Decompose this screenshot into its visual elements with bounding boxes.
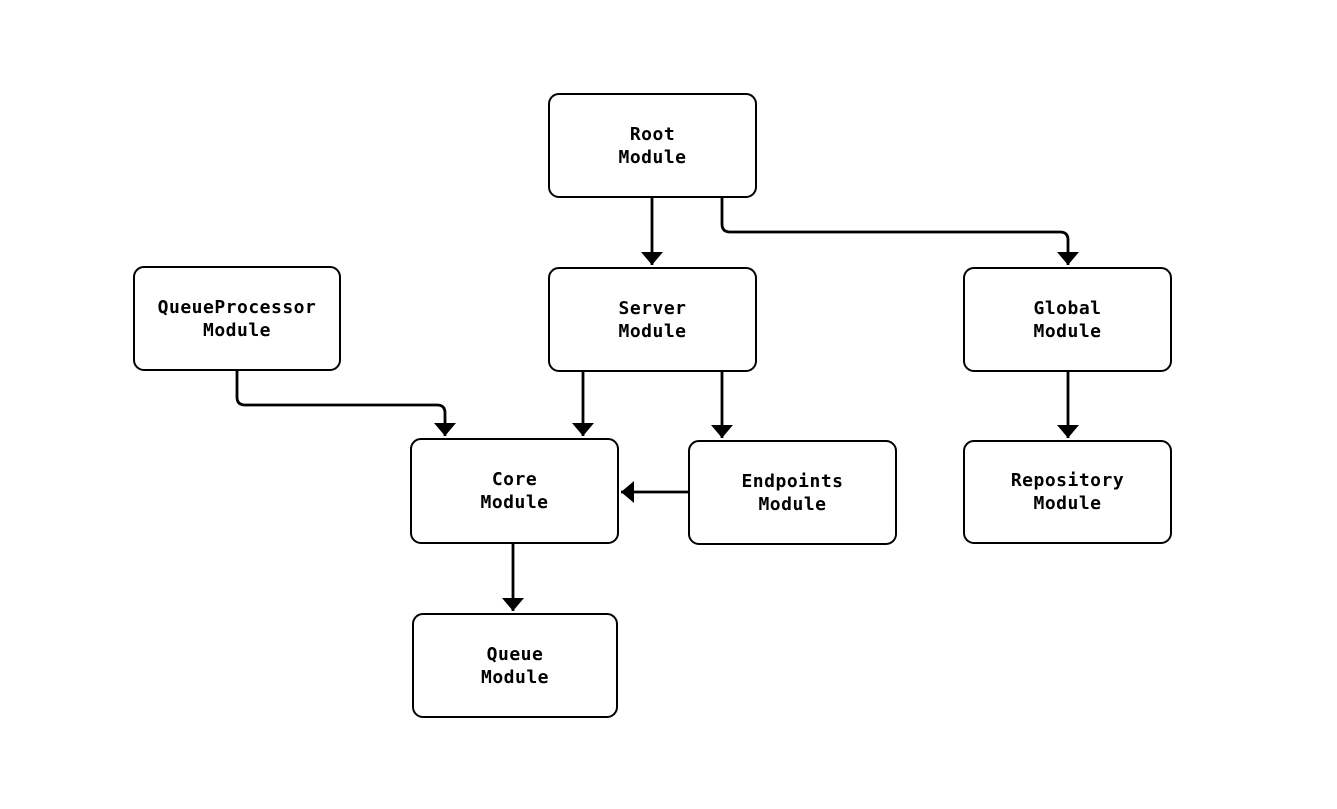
edge-queueprocessor-to-core bbox=[235, 371, 456, 436]
node-repository-module: Repository Module bbox=[963, 440, 1172, 544]
edge-root-to-global bbox=[720, 198, 1079, 265]
node-queue-module: Queue Module bbox=[412, 613, 618, 718]
node-global-module: Global Module bbox=[963, 267, 1172, 372]
node-root-module: Root Module bbox=[548, 93, 757, 198]
node-queueprocessor-module: QueueProcessor Module bbox=[133, 266, 341, 371]
node-core-module: Core Module bbox=[410, 438, 619, 544]
node-server-module: Server Module bbox=[548, 267, 757, 372]
node-endpoints-module: Endpoints Module bbox=[688, 440, 897, 545]
